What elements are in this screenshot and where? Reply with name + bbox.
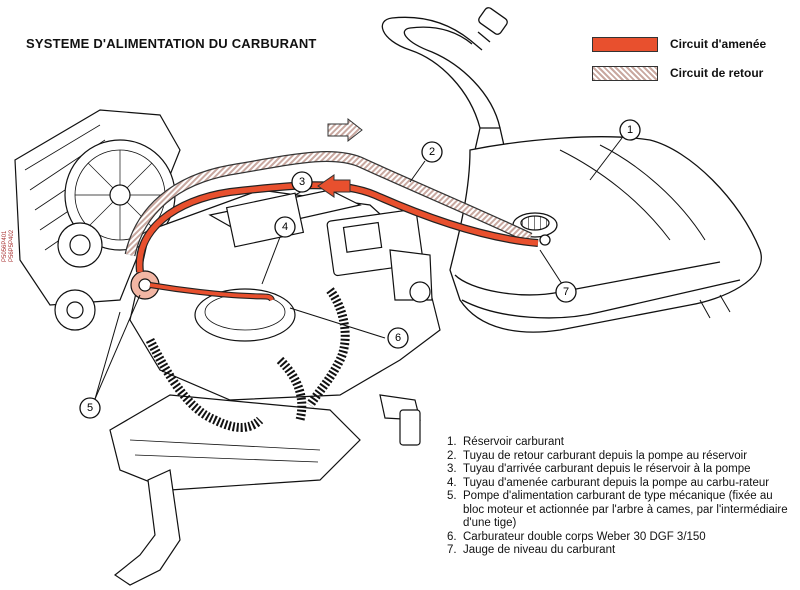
return-swatch [592,65,658,81]
callout-7: 7 [555,281,577,303]
parts-list-item: 1. Réservoir carburant [447,436,792,450]
callout-2-label: 2 [429,146,435,158]
return-flow-arrow [327,117,363,143]
callout-7-label: 7 [563,286,569,298]
callout-leaders [94,137,623,400]
tank-filler-hose [381,7,508,151]
part-description: Pompe d'alimentation carburant de type m… [463,490,788,529]
legend-item-feed: Circuit d'amenée [592,33,766,55]
part-description: Tuyau d'amenée carburant depuis la pompe… [463,476,770,489]
part-number: 2. [447,449,457,462]
fuel-tank [449,136,762,333]
parts-list-item: 3. Tuyau d'arrivée carburant depuis le ré… [447,463,792,477]
part-number: 1. [447,436,457,448]
callout-2: 2 [421,141,443,163]
feed-flow-arrow [317,174,351,198]
callout-4: 4 [274,216,296,238]
parts-list-item: 5. Pompe d'alimentation carburant de type… [447,490,792,531]
part-number: 6. [447,530,457,543]
callout-3-label: 3 [299,176,305,188]
part-number: 4. [447,476,457,489]
feed-fuel-line-fill [136,182,539,273]
part-description: Tuyau d'arrivée carburant depuis le rése… [463,463,751,475]
feed-swatch [592,36,658,52]
part-description: Réservoir carburant [463,436,564,448]
callout-4-label: 4 [282,221,288,233]
part-description: Jauge de niveau du carburant [463,544,616,556]
callout-6: 6 [387,327,409,349]
legend-item-return: Circuit de retour [592,62,763,84]
callout-5: 5 [79,397,101,419]
part-number: 3. [447,463,457,475]
part-description: Tuyau de retour carburant depuis la pomp… [463,449,748,462]
callout-3: 3 [291,171,313,193]
parts-list-item: 4. Tuyau d'amenée carburant depuis la pom… [447,477,792,491]
engine-assembly [14,109,441,586]
callout-5-label: 5 [87,402,93,414]
parts-list-item: 2. Tuyau de retour carburant depuis la po… [447,450,792,464]
parts-list: 1. Réservoir carburant 2. Tuyau de retour … [447,436,792,558]
parts-list-item: 7. Jauge de niveau du carburant [447,544,792,558]
pump-to-carburettor-line-fill [149,283,274,301]
parts-list-item: 6. Carburateur double corps Weber 30 DGF … [447,531,792,545]
corrugated-hoses [145,287,350,432]
callout-6-label: 6 [395,332,401,344]
callout-1: 1 [619,119,641,141]
part-number: 5. [447,490,457,502]
callout-1-label: 1 [627,124,633,136]
return-fuel-line-fill [125,152,532,256]
part-description: Carburateur double corps Weber 30 DGF 3/… [463,530,706,543]
part-number: 7. [447,544,457,556]
legend-label-feed: Circuit d'amenée [670,37,767,51]
legend-label-return: Circuit de retour [670,66,764,80]
diagram-title: SYSTEME D'ALIMENTATION DU CARBURANT [26,36,317,51]
